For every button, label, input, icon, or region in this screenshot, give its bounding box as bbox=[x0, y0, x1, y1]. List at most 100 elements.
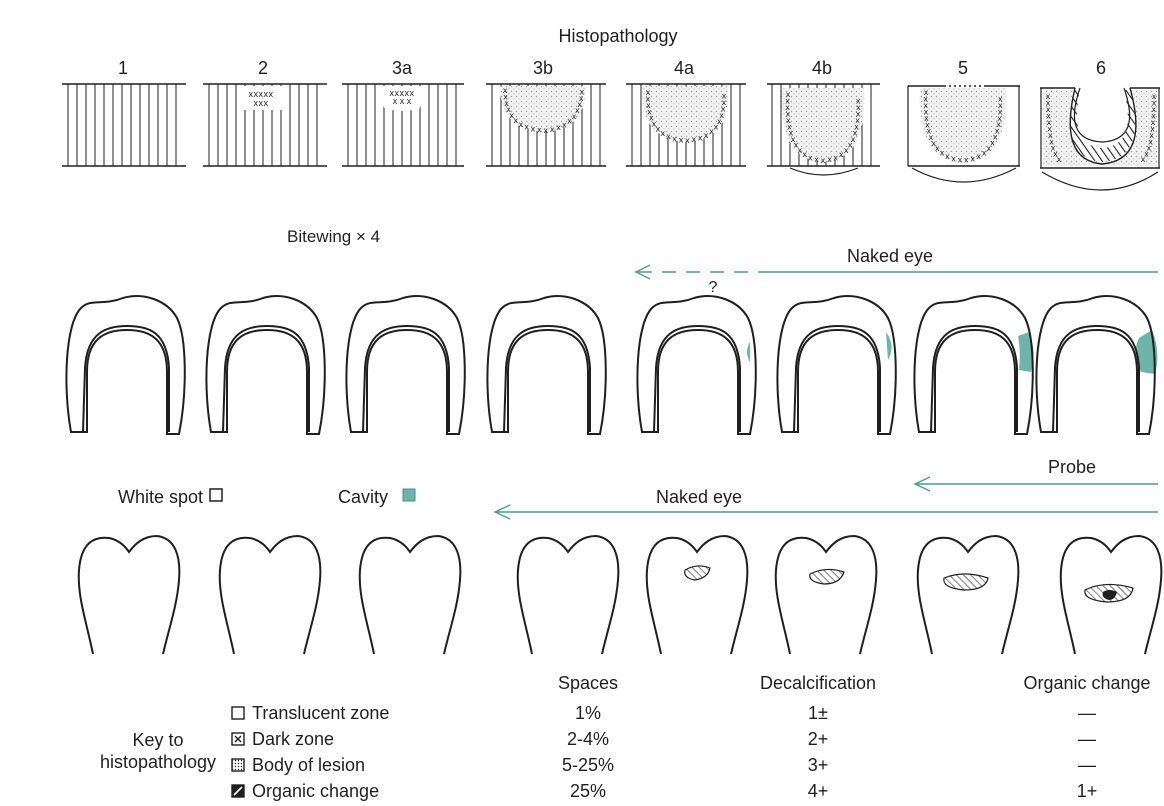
probe-label: Probe bbox=[1048, 457, 1096, 477]
stage-label-5: 5 bbox=[958, 58, 968, 78]
bitewing-naked-eye-arrow bbox=[636, 265, 1158, 279]
spaces-value: 1% bbox=[575, 703, 601, 723]
dark-zone-mark: x bbox=[685, 136, 690, 145]
bitewing-tooth-4 bbox=[487, 296, 605, 434]
dark-zone-mark: x bbox=[951, 155, 956, 164]
decalcification-value: 2+ bbox=[808, 729, 829, 749]
histo-panel-2: xxxxx xxx bbox=[203, 84, 327, 166]
dark-zone-mark: x bbox=[940, 149, 945, 158]
clinical-naked-eye-label: Naked eye bbox=[656, 487, 742, 507]
dark-zone-mark: x bbox=[827, 155, 832, 164]
dark-zone-mark: x bbox=[691, 135, 696, 144]
stage-label-1: 1 bbox=[118, 58, 128, 78]
histo-panel-3b: xxxxxxxxxxxxxxxxxxxx bbox=[486, 84, 606, 166]
decalcification-value: 4+ bbox=[808, 781, 829, 801]
stage-label-4b: 4b bbox=[812, 58, 832, 78]
dark-zone-mark: x bbox=[679, 136, 684, 145]
clinical-tooth-6 bbox=[776, 536, 877, 654]
clinical-tooth-3 bbox=[360, 536, 461, 654]
dark-zone-mark: x bbox=[722, 92, 727, 101]
dark-zone-mark: x bbox=[970, 155, 975, 164]
organic-change-value: — bbox=[1078, 755, 1096, 775]
dark-zone-mark: x bbox=[672, 134, 677, 143]
dark-zone-mark: x bbox=[704, 131, 709, 140]
histopathology-title: Histopathology bbox=[558, 26, 677, 46]
key-title-line1: Key to bbox=[132, 730, 183, 750]
key-title-line2: histopathology bbox=[100, 752, 216, 772]
spaces-value: 5-25% bbox=[562, 755, 614, 775]
dark-zone-mark: x bbox=[579, 87, 584, 96]
dark-zone-mark: x bbox=[550, 125, 555, 134]
stage-label-4a: 4a bbox=[674, 58, 695, 78]
histo-panel-4a: xxxxxxxxxxxxxxxxxxxxxx bbox=[626, 84, 746, 166]
header-organic-change: Organic change bbox=[1023, 673, 1150, 693]
dark-zone-mark: x bbox=[556, 123, 561, 132]
clinical-tooth-1 bbox=[79, 536, 180, 654]
decalcification-value: 1± bbox=[808, 703, 828, 723]
organic-change-value: 1+ bbox=[1077, 781, 1098, 801]
dark-zone-mark: x bbox=[945, 152, 950, 161]
question-mark: ? bbox=[709, 279, 718, 296]
body-of-lesion-icon bbox=[232, 759, 244, 771]
bitewing-tooth-5 bbox=[637, 296, 755, 434]
zone-translucent: Translucent zone bbox=[252, 703, 389, 723]
header-spaces: Spaces bbox=[558, 673, 618, 693]
dark-zone-mark: x bbox=[1057, 155, 1062, 164]
dark-zone-mark: x bbox=[518, 120, 523, 129]
organic-change-value: — bbox=[1078, 729, 1096, 749]
dark-zone-mark: x bbox=[856, 97, 861, 106]
decalcification-value: 3+ bbox=[808, 755, 829, 775]
header-decalcification: Decalcification bbox=[760, 673, 876, 693]
clinical-teeth bbox=[79, 536, 1162, 654]
dark-zone-mark: x bbox=[808, 153, 813, 162]
dark-zone-mark: x bbox=[802, 150, 807, 159]
bitewing-teeth bbox=[66, 296, 1157, 434]
histo-panel-1 bbox=[62, 84, 186, 166]
spaces-value: 25% bbox=[570, 781, 606, 801]
dark-zone-mark: x bbox=[524, 123, 529, 132]
white-spot-label: White spot bbox=[118, 487, 203, 507]
stage-label-3b: 3b bbox=[533, 58, 553, 78]
dark-zone-mark: x bbox=[698, 134, 703, 143]
svg-text:xxx: xxx bbox=[254, 98, 269, 108]
bitewing-tooth-1 bbox=[66, 296, 184, 434]
dark-zone-mark: x bbox=[1141, 155, 1146, 164]
zone-dark: Dark zone bbox=[252, 729, 334, 749]
clinical-naked-eye-arrow bbox=[495, 505, 1158, 519]
dark-zone-mark: x bbox=[821, 156, 826, 165]
dark-zone-mark: x bbox=[660, 129, 665, 138]
histo-panel-5: xxxxxxxxxxxxxxxxxxxxxxxxxxx bbox=[908, 86, 1020, 182]
dark-zone-mark: x bbox=[964, 156, 969, 165]
dark-zone-mark: x bbox=[562, 120, 567, 129]
bitewing-tooth-8 bbox=[1036, 296, 1157, 434]
stage-label-3a: 3a bbox=[392, 58, 413, 78]
bitewing-tooth-2 bbox=[206, 296, 324, 434]
translucent-zone-icon bbox=[232, 707, 244, 719]
bitewing-tooth-6 bbox=[777, 296, 895, 434]
clinical-tooth-4 bbox=[518, 536, 619, 654]
clinical-tooth-5 bbox=[647, 536, 748, 654]
organic-change-value: — bbox=[1078, 703, 1096, 723]
stage-label-2: 2 bbox=[258, 58, 268, 78]
zone-body-of-lesion: Body of lesion bbox=[252, 755, 365, 775]
histo-panel-3a: xxxxx x x x bbox=[342, 84, 464, 166]
white-spot-square-icon bbox=[210, 489, 222, 501]
clinical-tooth-8 bbox=[1061, 536, 1162, 654]
clinical-tooth-2 bbox=[220, 536, 321, 654]
cavity-label: Cavity bbox=[338, 487, 388, 507]
dark-zone-mark: x bbox=[543, 126, 548, 135]
probe-arrow bbox=[915, 477, 1158, 491]
dark-zone-mark: x bbox=[957, 156, 962, 165]
histopathology-panels: xxxxx xxx xxxxx x x x xxxxxxxxxxxxxxxxxx… bbox=[62, 84, 1160, 190]
cavity-square-icon bbox=[403, 489, 415, 501]
zone-organic-change: Organic change bbox=[252, 781, 379, 801]
dark-zone-mark: x bbox=[666, 132, 671, 141]
key-table: Spaces Decalcification Organic change Ke… bbox=[100, 673, 1151, 801]
dark-zone-mark: x bbox=[537, 126, 542, 135]
dark-zone-mark: x bbox=[976, 152, 981, 161]
bitewing-tooth-7 bbox=[914, 296, 1033, 434]
dark-zone-mark: x bbox=[814, 155, 819, 164]
